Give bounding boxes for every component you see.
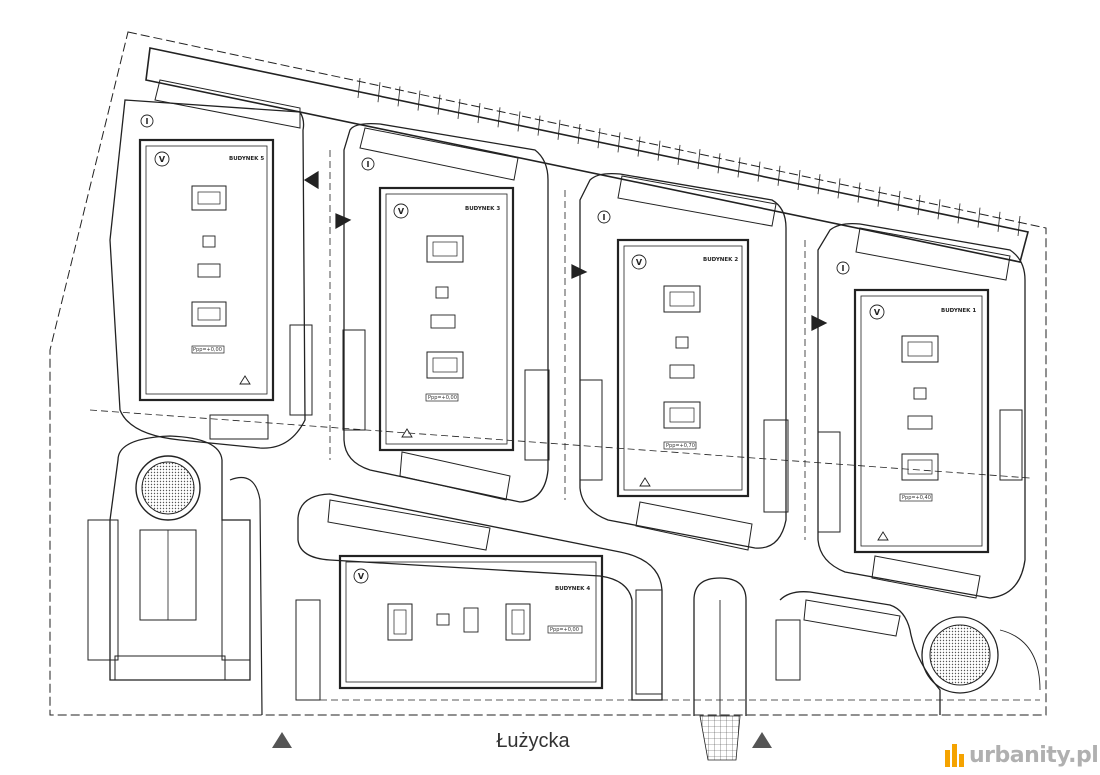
parking-bay-line (397, 86, 401, 107)
parking-bay-line (617, 132, 621, 153)
plot-marker-3: I (367, 160, 370, 169)
zone-marker-1: V (874, 308, 881, 317)
parking-bay-line (1017, 215, 1021, 237)
courtyard-line (89, 409, 1031, 479)
right-parking-area (775, 591, 1041, 715)
parking-bay-line (417, 90, 421, 111)
zone-marker-icon (353, 568, 369, 584)
parking-bay-line (737, 157, 741, 178)
parking-bay-line (997, 211, 1001, 232)
watermark-logo: urbanity.pl (944, 740, 1099, 770)
plot-marker-icon (836, 261, 850, 275)
parking-bay-line (897, 190, 901, 211)
elevation-labels: Ppp=+0,00 Ppp=+0,00 Ppp=+0,70 Ppp=+0,40 … (193, 347, 931, 633)
parking-bay-line (377, 82, 381, 103)
zone-marker-icon (631, 254, 647, 270)
plot-marker-2: I (603, 213, 606, 222)
zone-marker-2: V (636, 258, 643, 267)
parking-bay-line (757, 161, 761, 182)
parking-bay-line (817, 174, 821, 195)
parking-bay-line (697, 149, 701, 170)
building-labels: BUDYNEK 5 BUDYNEK 3 BUDYNEK 2 BUDYNEK 1 … (229, 156, 976, 592)
parking-bay-line (937, 199, 941, 220)
building-4-label: BUDYNEK 4 (555, 586, 590, 592)
building-5-plot (109, 79, 319, 449)
elevation-2: Ppp=+0,70 (666, 443, 695, 449)
parking-bay-line (957, 203, 961, 224)
urbanity-logo-icon (945, 744, 964, 767)
parking-bay-line (657, 140, 661, 161)
parking-bay-line (857, 182, 861, 203)
elevation-3: Ppp=+0,00 (428, 395, 457, 401)
parking-bay-line (497, 107, 501, 128)
parking-bay-line (797, 169, 801, 191)
parking-bay-line (677, 144, 681, 165)
zone-marker-icon (393, 203, 409, 219)
entrance-marker-icon (272, 732, 292, 748)
parking-bay-line (477, 103, 481, 124)
plot-boundary (49, 31, 1047, 716)
plot-marker-5: I (146, 117, 149, 126)
building-4-plot (295, 493, 663, 701)
parking-bay-line (457, 98, 461, 119)
parking-bay-line (537, 115, 541, 136)
building-5-label: BUDYNEK 5 (229, 156, 264, 162)
entrance-marker-icon (752, 732, 772, 748)
elevation-5: Ppp=+0,00 (193, 347, 222, 353)
elevation-4: Ppp=+0,00 (550, 627, 579, 633)
parking-bay-line (917, 195, 921, 216)
parking-bay-line (557, 119, 561, 140)
parking-bay-line (877, 186, 881, 207)
zone-marker-icon (869, 304, 885, 320)
top-parking-strip (145, 47, 1029, 263)
parking-bay-line (577, 123, 581, 145)
parking-bay-line (597, 128, 601, 149)
plot-markers: I V I V I V I V V (140, 114, 885, 584)
plot-marker-icon (361, 157, 375, 171)
plot-marker-icon (597, 210, 611, 224)
building-2-plot (571, 172, 789, 551)
top-parking-bays (357, 77, 1021, 237)
left-parking-area (87, 435, 263, 716)
parking-bay-line (977, 207, 981, 228)
building-3-plot (335, 122, 550, 503)
elevation-1: Ppp=+0,40 (902, 495, 931, 501)
building-1-plot (811, 222, 1026, 599)
parking-bay-line (777, 165, 781, 186)
zone-marker-4: V (358, 572, 365, 581)
street-name-label: Łużycka (496, 730, 570, 752)
parking-bay-line (717, 153, 721, 174)
watermark-text: urbanity.pl (969, 742, 1099, 768)
building-3-label: BUDYNEK 3 (465, 206, 500, 212)
parking-bay-line (357, 77, 361, 99)
parking-bay-line (637, 136, 641, 157)
zone-marker-3: V (398, 207, 405, 216)
parking-bay-line (517, 111, 521, 132)
plot-marker-1: I (842, 264, 845, 273)
building-1-label: BUDYNEK 1 (941, 308, 976, 314)
plot-marker-icon (140, 114, 154, 128)
zone-marker-icon (154, 151, 170, 167)
zone-marker-5: V (159, 155, 166, 164)
driveway-entrance (693, 577, 747, 761)
parking-bay-line (437, 94, 441, 115)
building-2-label: BUDYNEK 2 (703, 257, 738, 263)
parking-bay-line (837, 178, 841, 199)
